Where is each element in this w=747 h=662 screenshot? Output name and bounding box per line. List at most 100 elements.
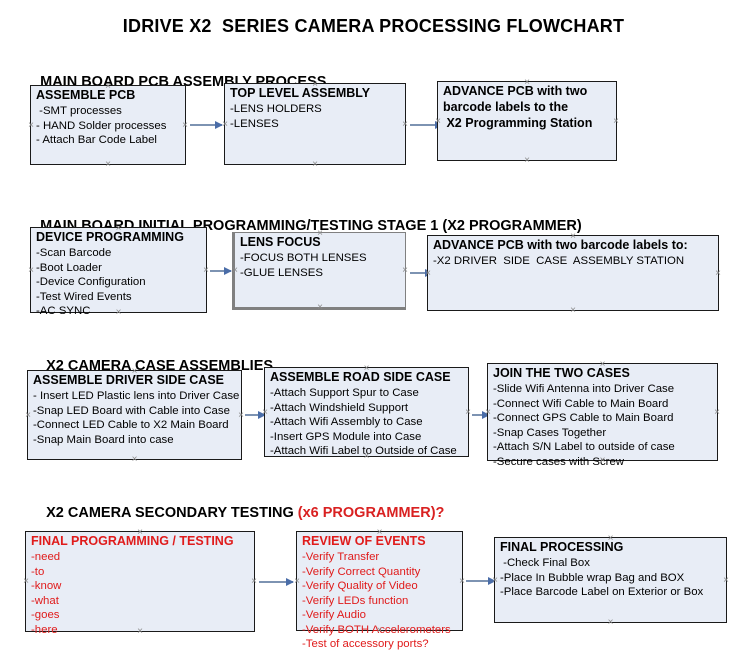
flow-box-line: -Snap Main Board into case xyxy=(33,433,174,446)
flow-box-line: -Boot Loader xyxy=(36,261,102,274)
connection-point-right[interactable] xyxy=(401,266,410,275)
flow-box-line: -Slide Wifi Antenna into Driver Case xyxy=(493,383,675,395)
connection-point-top[interactable] xyxy=(316,229,325,238)
connection-point-top[interactable] xyxy=(569,232,578,241)
connection-point-left[interactable] xyxy=(231,266,240,275)
section-heading-text: X2 CAMERA SECONDARY TESTING xyxy=(46,505,298,521)
flow-box-line: -Scan Barcode xyxy=(36,247,112,259)
flow-box-lens-focus[interactable]: LENS FOCUS -FOCUS BOTH LENSES -GLUE LENS… xyxy=(232,232,406,310)
flow-box-final-programming-testing[interactable]: FINAL PROGRAMMING / TESTING -need -to -k… xyxy=(22,528,255,636)
flow-box-assemble-pcb[interactable]: ASSEMBLE PCB -SMT processes - HAND Solde… xyxy=(30,85,186,165)
flow-box-line: -Connect GPS Cable to Main Board xyxy=(493,412,674,424)
flow-box-line: - HAND Solder processes xyxy=(36,119,167,132)
flow-box-title: DEVICE PROGRAMMING xyxy=(36,230,184,244)
flow-box-title: ASSEMBLE DRIVER SIDE CASE xyxy=(33,373,225,387)
connection-point-top[interactable] xyxy=(104,82,113,91)
connection-point-bottom[interactable] xyxy=(316,303,325,312)
flow-box-line: -Verify Transfer xyxy=(302,551,380,563)
flow-box-final-processing[interactable]: FINAL PROCESSING -Check Final Box -Place… xyxy=(494,537,727,623)
flow-box-line: -AC SYNC xyxy=(36,305,91,317)
connection-point-left[interactable] xyxy=(22,577,31,586)
connection-point-top[interactable] xyxy=(136,528,145,537)
flow-box-line: -Snap LED Board with Cable into Case xyxy=(33,404,230,417)
flow-box-advance-pcb-to-x2-programming-station[interactable]: ADVANCE PCB with two barcode labels to t… xyxy=(437,81,617,161)
connection-point-top[interactable] xyxy=(114,224,123,233)
connection-point-left[interactable] xyxy=(261,408,270,417)
flow-box-line: -Verify LEDs function xyxy=(302,594,409,607)
connection-point-left[interactable] xyxy=(27,266,36,275)
flow-box-line: -what xyxy=(31,594,59,607)
flow-box-advance-pcb-to-driver-side-case-assembly[interactable]: ADVANCE PCB with two barcode labels to: … xyxy=(427,235,719,311)
flow-box-line: -know xyxy=(31,580,62,592)
flow-box-line-overflow: -Test of accessory ports? xyxy=(302,638,429,650)
connection-point-right[interactable] xyxy=(722,576,731,585)
connection-point-left[interactable] xyxy=(221,120,230,129)
flow-box-line: barcode labels to the xyxy=(443,100,569,114)
connection-point-left[interactable] xyxy=(293,577,302,586)
flow-box-assemble-road-side-case[interactable]: ASSEMBLE ROAD SIDE CASE -Attach Support … xyxy=(264,367,469,457)
flow-box-line: -to xyxy=(31,565,45,578)
flow-box-line: -Place Barcode Label on Exterior or Box xyxy=(500,586,704,598)
connection-point-top[interactable] xyxy=(606,534,615,543)
connection-point-left[interactable] xyxy=(491,576,500,585)
flow-box-assemble-driver-side-case[interactable]: ASSEMBLE DRIVER SIDE CASE - Insert LED P… xyxy=(27,370,242,460)
connection-point-bottom[interactable] xyxy=(362,452,371,461)
connection-point-left[interactable] xyxy=(27,121,36,130)
flow-box-line: -Check Final Box xyxy=(500,557,590,569)
flow-box-title: LENS FOCUS xyxy=(240,235,321,249)
connection-point-bottom[interactable] xyxy=(375,626,384,635)
connection-point-right[interactable] xyxy=(181,121,190,130)
connection-point-bottom[interactable] xyxy=(606,618,615,627)
connector-arrow-final-programming-to-review-of-events xyxy=(259,577,294,586)
page-title: IDRIVE X2 SERIES CAMERA PROCESSING FLOWC… xyxy=(122,16,625,36)
connection-point-bottom[interactable] xyxy=(130,455,139,464)
flow-box-line: -Device Configuration xyxy=(36,276,146,288)
flow-box-line: - Insert LED Plastic lens into Driver Ca… xyxy=(33,390,240,402)
connector-arrow-assemble-pcb-to-top-level-assembly xyxy=(190,120,223,129)
flow-box-line: -Connect Wifi Cable to Main Board xyxy=(493,397,669,410)
connection-point-right[interactable] xyxy=(714,269,723,278)
connection-point-bottom[interactable] xyxy=(569,306,578,315)
connection-point-top[interactable] xyxy=(375,528,384,537)
flow-box-line: X2 Programming Station xyxy=(443,115,593,130)
connection-point-bottom[interactable] xyxy=(523,156,532,165)
connection-point-top[interactable] xyxy=(598,360,607,369)
flow-box-line: -Attach S/N Label to outside of case xyxy=(493,441,675,453)
connection-point-top[interactable] xyxy=(311,80,320,89)
connection-point-right[interactable] xyxy=(401,120,410,129)
flow-box-device-programming[interactable]: DEVICE PROGRAMMING -Scan Barcode -Boot L… xyxy=(27,224,207,317)
flow-box-line: - Attach Bar Code Label xyxy=(36,134,157,146)
flow-box-line: -X2 DRIVER SIDE CASE ASSEMBLY STATION xyxy=(433,255,685,267)
flow-box-review-of-events[interactable]: REVIEW OF EVENTS -Verify Transfer -Verif… xyxy=(293,528,463,650)
flow-box-join-the-two-cases[interactable]: JOIN THE TWO CASES -Slide Wifi Antenna i… xyxy=(484,360,718,468)
flow-box-line: -GLUE LENSES xyxy=(240,266,323,279)
connection-point-bottom[interactable] xyxy=(114,308,123,317)
connection-point-bottom[interactable] xyxy=(598,456,607,465)
flow-box-title: JOIN THE TWO CASES xyxy=(493,366,630,380)
connection-point-left[interactable] xyxy=(24,411,33,420)
connection-point-top[interactable] xyxy=(362,364,371,373)
flow-box-line: -LENS HOLDERS xyxy=(230,103,322,115)
connection-point-top[interactable] xyxy=(523,78,532,87)
flow-box-line: -Attach Windshield Support xyxy=(270,401,409,414)
connection-point-right[interactable] xyxy=(250,577,259,586)
flow-box-line: -Snap Cases Together xyxy=(493,426,607,439)
connection-point-right[interactable] xyxy=(612,117,621,126)
connection-point-left[interactable] xyxy=(424,269,433,278)
flow-box-top-level-assembly[interactable]: TOP LEVEL ASSEMBLY -LENS HOLDERS -LENSES xyxy=(224,83,406,165)
connection-point-left[interactable] xyxy=(434,117,443,126)
connection-point-bottom[interactable] xyxy=(104,160,113,169)
connection-point-left[interactable] xyxy=(484,408,493,417)
flow-box-title: FINAL PROGRAMMING / TESTING xyxy=(31,534,234,548)
flow-box-title: ASSEMBLE PCB xyxy=(36,88,136,102)
flow-box-line: -SMT processes xyxy=(36,105,122,117)
connection-point-right[interactable] xyxy=(713,408,722,417)
connection-point-bottom[interactable] xyxy=(136,627,145,636)
flow-box-line: -goes xyxy=(31,609,60,621)
flow-box-line: -Attach Support Spur to Case xyxy=(270,387,419,399)
flow-box-title: ADVANCE PCB with two barcode labels to: xyxy=(433,238,688,252)
flow-box-line: -Insert GPS Module into Case xyxy=(270,430,422,443)
connection-point-bottom[interactable] xyxy=(311,160,320,169)
connection-point-top[interactable] xyxy=(130,367,139,376)
